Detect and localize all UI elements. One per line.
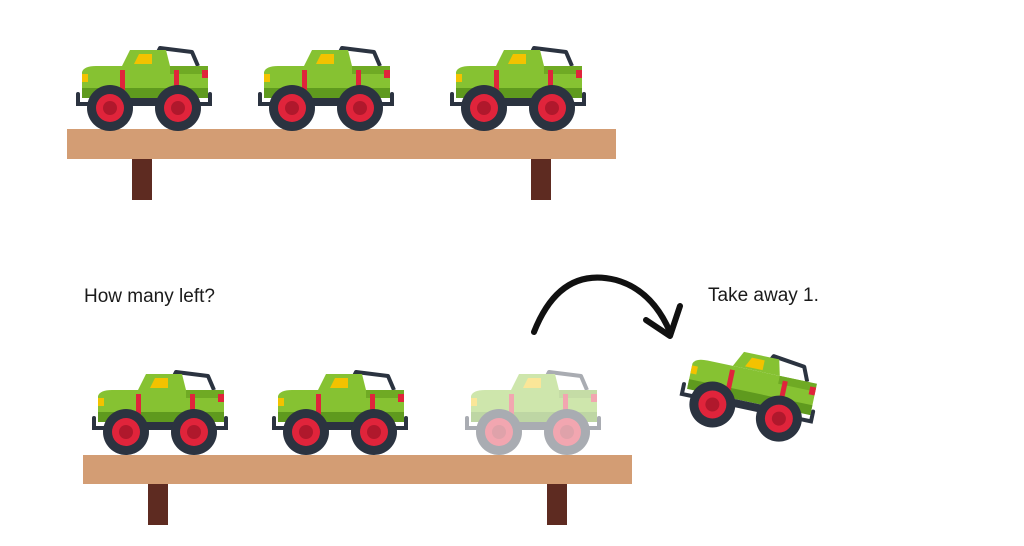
bottom-shelf-left-leg xyxy=(148,484,168,525)
instruction-text: Take away 1. xyxy=(708,285,819,306)
top-truck-1 xyxy=(74,42,214,132)
bottom-truck-2 xyxy=(270,366,410,456)
top-truck-2 xyxy=(256,42,396,132)
taken-away-truck xyxy=(672,332,828,449)
monster-truck-icon xyxy=(448,42,588,132)
monster-truck-icon xyxy=(672,332,828,449)
top-shelf-right-leg xyxy=(531,159,551,200)
top-shelf-left-leg xyxy=(132,159,152,200)
bottom-shelf-board xyxy=(83,455,632,484)
monster-truck-icon xyxy=(74,42,214,132)
top-shelf-board xyxy=(67,129,616,159)
monster-truck-icon xyxy=(256,42,396,132)
top-truck-3 xyxy=(448,42,588,132)
question-text: How many left? xyxy=(84,286,215,307)
monster-truck-icon xyxy=(90,366,230,456)
monster-truck-icon xyxy=(463,366,603,456)
monster-truck-icon xyxy=(270,366,410,456)
curved-arrow-icon xyxy=(531,274,683,339)
bottom-truck-1 xyxy=(90,366,230,456)
bottom-shelf-right-leg xyxy=(547,484,567,525)
bottom-truck-faded xyxy=(463,366,603,456)
